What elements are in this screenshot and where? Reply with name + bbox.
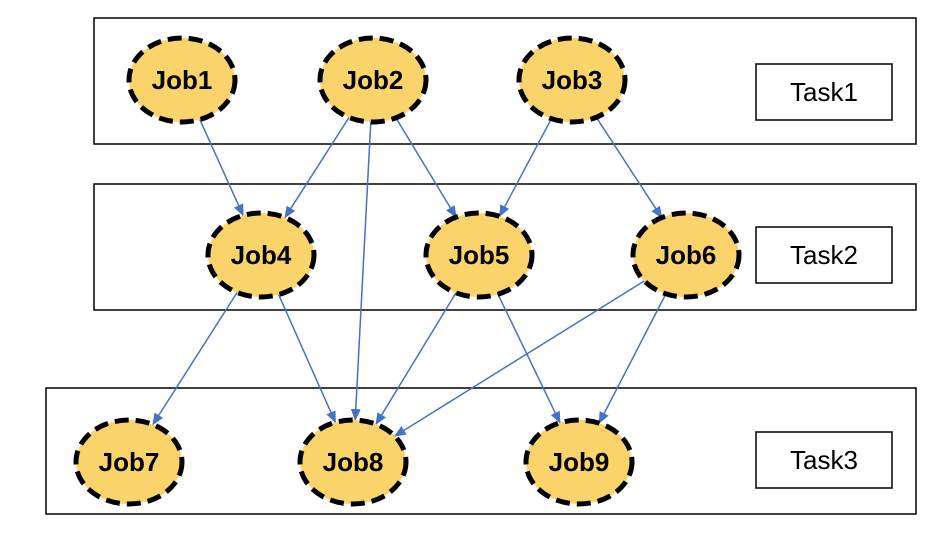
job5-node: Job5: [423, 210, 535, 300]
task1-group: [93, 17, 917, 145]
edge-job3-to-job5: [498, 118, 553, 218]
task3-label-box: Task3: [755, 431, 893, 489]
job8-node: Job8: [297, 417, 409, 507]
edges-layer: [152, 116, 667, 437]
job2-label: Job2: [343, 65, 404, 95]
edge-job6-to-job9: [598, 293, 667, 425]
job4-label: Job4: [231, 240, 292, 270]
job7-label: Job7: [99, 447, 160, 477]
edge-job3-to-job6: [595, 116, 663, 219]
task1-label-box: Task1: [755, 63, 893, 121]
job9-node: Job9: [523, 417, 635, 507]
job6-label: Job6: [656, 240, 717, 270]
edge-job2-to-job5: [395, 117, 457, 218]
job1-node: Job1: [126, 35, 238, 125]
job2-node: Job2: [317, 35, 429, 125]
edge-job4-to-job7: [152, 292, 238, 426]
edge-job6-to-job8: [393, 280, 645, 437]
edge-job5-to-job8: [375, 292, 457, 426]
job7-node: Job7: [73, 417, 185, 507]
job3-label: Job3: [542, 65, 603, 95]
task2-label-box: Task2: [755, 226, 893, 284]
edge-job1-to-job4: [199, 119, 244, 217]
edge-job4-to-job8: [277, 294, 337, 424]
task2-label: Task2: [790, 240, 858, 270]
task3-group: [45, 387, 917, 515]
edge-job5-to-job9: [497, 293, 561, 424]
job6-node: Job6: [630, 210, 742, 300]
job8-label: Job8: [323, 447, 384, 477]
job1-label: Job1: [152, 65, 213, 95]
edge-job2-to-job4: [284, 117, 350, 219]
job4-node: Job4: [205, 210, 317, 300]
edge-job2-to-job8: [350, 121, 372, 422]
task1-label: Task1: [790, 77, 858, 107]
job5-label: Job5: [449, 240, 510, 270]
task3-label: Task3: [790, 445, 858, 475]
job3-node: Job3: [516, 35, 628, 125]
job9-label: Job9: [549, 447, 610, 477]
